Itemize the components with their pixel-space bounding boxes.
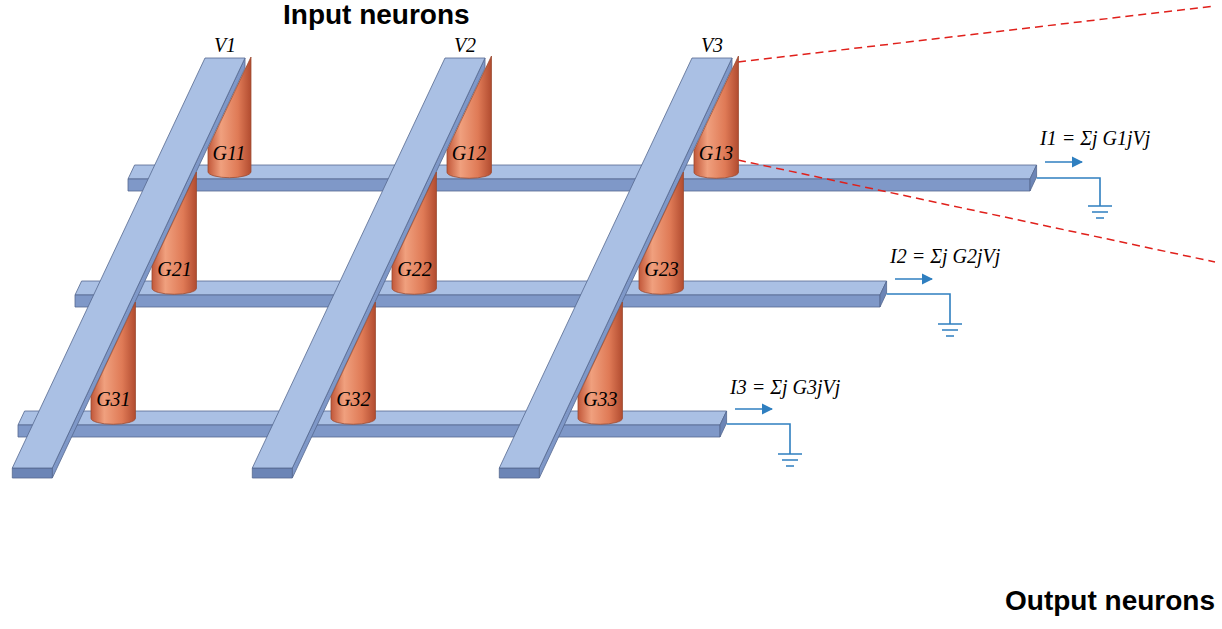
conductance-label: G13: [699, 142, 733, 165]
layer-title-slot: Output neurons: [1005, 586, 1215, 617]
bar-end: [499, 468, 539, 478]
memristor-cylinder: G31: [91, 302, 135, 426]
output-bar: [128, 165, 1037, 191]
memristor-cylinder: G23: [639, 172, 683, 296]
memristor-cylinder: G12: [447, 56, 491, 180]
voltage-label: V3: [701, 34, 723, 57]
voltage-label-slot: V2: [454, 34, 476, 57]
bar-top: [128, 165, 1037, 179]
current-equation-slot: I2 = Σj G2jVj: [890, 245, 1000, 268]
current-arrow: [1045, 161, 1082, 163]
current-equation-slot: I3 = Σj G3jVj: [730, 376, 840, 399]
bar-top: [499, 58, 732, 468]
cylinder-body: [91, 302, 135, 424]
ground-symbol: [1088, 206, 1112, 218]
cylinder-body: [331, 302, 375, 424]
cylinder-body: [694, 56, 738, 178]
bar-end: [720, 411, 727, 437]
wire: [1037, 178, 1100, 206]
bar-side: [52, 58, 245, 478]
memristor-cylinder: G13: [694, 56, 738, 180]
current-arrow: [895, 278, 932, 280]
input-bar: [252, 58, 485, 478]
input-bar: [12, 58, 245, 478]
conductance-label: G11: [213, 142, 246, 165]
wire: [887, 294, 950, 324]
bar-end: [252, 468, 292, 478]
bar-side: [75, 295, 880, 307]
conductance-label: G23: [644, 258, 678, 281]
wire: [727, 424, 790, 454]
current-arrow: [735, 408, 772, 410]
voltage-label: V2: [454, 34, 476, 57]
conductance-label: G31: [96, 388, 130, 411]
current-equation: I1 = Σj G1jVj: [1040, 127, 1150, 150]
memristor-cylinder: G21: [152, 172, 196, 296]
bar-side: [128, 179, 1030, 191]
bar-end: [12, 468, 52, 478]
bar-side: [292, 58, 485, 478]
conductance-label: G22: [397, 258, 431, 281]
bar-top: [12, 58, 245, 468]
voltage-label-slot: V3: [701, 34, 723, 57]
bar-side: [18, 425, 720, 437]
bar-side: [539, 58, 732, 478]
cylinder-body: [208, 57, 251, 178]
conductance-label: G12: [452, 142, 486, 165]
cylinder-body: [152, 172, 196, 294]
cylinder-body: [578, 302, 622, 424]
cylinder-body: [639, 172, 683, 294]
memristor-cylinder: G32: [331, 302, 375, 426]
layer-title: Output neurons: [1005, 586, 1215, 617]
layer-title-slot: Input neurons: [283, 0, 470, 31]
current-equation-slot: I1 = Σj G1jVj: [1040, 127, 1150, 150]
voltage-label-slot: V1: [214, 34, 236, 57]
memristor-cylinder: G33: [578, 302, 622, 426]
ground-symbol: [778, 454, 802, 466]
voltage-label: V1: [214, 34, 236, 57]
output-wiring: [727, 162, 1112, 466]
leader-line: [738, 6, 1215, 62]
conductance-label: G21: [157, 258, 191, 281]
ground-symbol: [938, 324, 962, 336]
bar-end: [880, 281, 887, 307]
input-bar: [499, 58, 732, 478]
memristor-cylinder: G22: [392, 172, 436, 296]
memristor-cylinder: G11: [208, 57, 251, 180]
layer-title: Input neurons: [283, 0, 470, 31]
conductance-label: G33: [583, 388, 617, 411]
current-equation: I3 = Σj G3jVj: [730, 376, 840, 399]
current-equation: I2 = Σj G2jVj: [890, 245, 1000, 268]
zoom-leader: [738, 6, 1215, 262]
conductance-label: G32: [336, 388, 370, 411]
cylinder-body: [392, 172, 436, 294]
bar-end: [1030, 165, 1037, 191]
bar-top: [252, 58, 485, 468]
cylinder-body: [447, 56, 491, 178]
